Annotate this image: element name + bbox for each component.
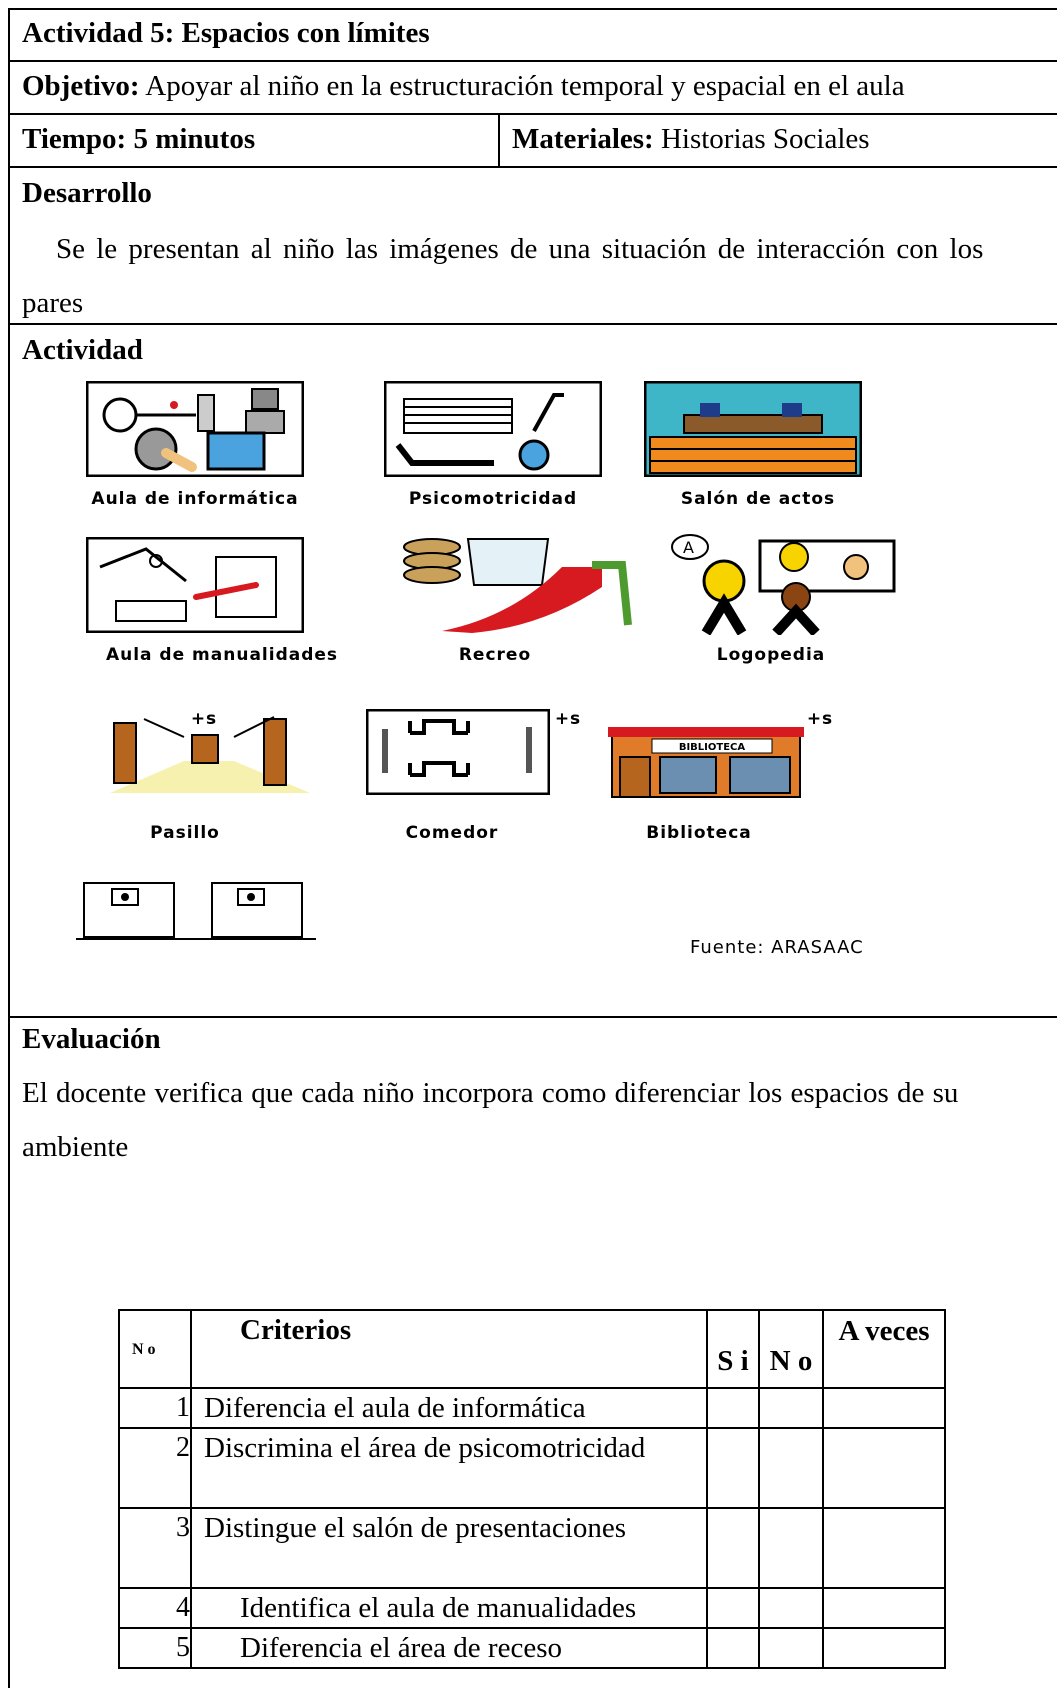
computer-lab-icon: [86, 381, 304, 477]
activity-row: Actividad Aula de informática Psicomotr: [10, 325, 1057, 1018]
plural-mark: +s: [806, 709, 834, 729]
speech-letter: A: [683, 538, 694, 557]
pictogram-label: Pasillo: [150, 823, 220, 843]
table-row: 2 Discrimina el área de psicomotricidad: [118, 1427, 946, 1509]
sometimes-cell[interactable]: [822, 1427, 946, 1509]
header-criteria: Criterios: [190, 1309, 708, 1389]
row-criterion: Distingue el salón de presentaciones: [190, 1507, 708, 1589]
time-materials-row: Tiempo: 5 minutos Materiales: Historias …: [10, 115, 1057, 168]
no-cell[interactable]: [758, 1427, 824, 1509]
hallway-icon: [110, 716, 310, 793]
row-criterion: Diferencia el aula de informática: [190, 1387, 708, 1429]
row-criterion: Diferencia el área de receso: [190, 1627, 708, 1669]
sometimes-cell[interactable]: [822, 1627, 946, 1669]
dining-room-icon: [366, 709, 550, 795]
header-yes: S i: [706, 1309, 760, 1389]
time: Tiempo: 5 minutos: [22, 123, 256, 155]
table-row: 4 Identifica el aula de manualidades: [118, 1587, 946, 1629]
activity-heading: Actividad: [22, 334, 143, 366]
materials: Materiales: Historias Sociales: [512, 123, 870, 155]
pictogram-label: Salón de actos: [680, 489, 836, 509]
header-no: N o: [758, 1309, 824, 1389]
sometimes-cell[interactable]: [822, 1507, 946, 1589]
evaluation-heading: Evaluación: [22, 1023, 161, 1055]
pictogram-label: Biblioteca: [646, 823, 752, 843]
activity-title: Actividad 5: Espacios con límites: [22, 17, 430, 49]
auditorium-icon: [644, 381, 862, 477]
row-num: 2: [118, 1427, 192, 1509]
pictogram-label: Psicomotricidad: [408, 489, 578, 509]
no-cell[interactable]: [758, 1587, 824, 1629]
sometimes-cell[interactable]: [822, 1387, 946, 1429]
no-cell[interactable]: [758, 1627, 824, 1669]
source-credit: Fuente: ARASAAC: [690, 937, 864, 958]
playground-icon: [403, 538, 632, 633]
crafts-icon: [86, 537, 304, 633]
sometimes-cell[interactable]: [822, 1587, 946, 1629]
pictogram-label: Aula de informática: [91, 489, 299, 509]
row-criterion: Identifica el aula de manualidades: [190, 1587, 708, 1629]
yes-cell[interactable]: [706, 1387, 760, 1429]
row-num: 4: [118, 1587, 192, 1629]
development-text-cont: pares: [22, 287, 84, 319]
yes-cell[interactable]: [706, 1427, 760, 1509]
title-row: Actividad 5: Espacios con límites: [10, 10, 1057, 62]
development-text: Se le presentan al niño las imágenes de …: [56, 233, 984, 265]
yes-cell[interactable]: [706, 1587, 760, 1629]
gym-icon: [384, 381, 602, 477]
table-row: 1 Diferencia el aula de informática: [118, 1387, 946, 1429]
pictogram-label: Comedor: [405, 823, 499, 843]
plural-mark: +s: [554, 709, 582, 729]
objective: Objetivo: Apoyar al niño en la estructur…: [22, 70, 905, 102]
development-heading: Desarrollo: [22, 177, 152, 209]
objective-row: Objetivo: Apoyar al niño en la estructur…: [10, 62, 1057, 115]
pictogram-label: Logopedia: [716, 645, 826, 665]
criteria-table: N o Criterios S i N o A veces 1 Diferenc…: [118, 1309, 946, 1669]
header-num: N o: [118, 1309, 192, 1389]
library-icon: BIBLIOTECA: [608, 727, 804, 798]
development-row: Desarrollo Se le presentan al niño las i…: [10, 168, 1057, 325]
yes-cell[interactable]: [706, 1507, 760, 1589]
activity-card: Actividad 5: Espacios con límites Objeti…: [8, 8, 1057, 1688]
divider: [498, 115, 500, 166]
no-cell[interactable]: [758, 1387, 824, 1429]
plural-mark: +s: [190, 709, 218, 729]
evaluation-text-cont: ambiente: [22, 1131, 129, 1163]
yes-cell[interactable]: [706, 1627, 760, 1669]
table-row: 5 Diferencia el área de receso: [118, 1627, 946, 1669]
pictogram-label: Aula de manualidades: [105, 645, 339, 665]
no-cell[interactable]: [758, 1507, 824, 1589]
pictogram-label: Recreo: [458, 645, 532, 665]
row-criterion: Discrimina el área de psicomotricidad: [190, 1427, 708, 1509]
criteria-header-row: N o Criterios S i N o A veces: [118, 1309, 946, 1389]
restrooms-icon: [76, 882, 316, 940]
row-num: 1: [118, 1387, 192, 1429]
row-num: 3: [118, 1507, 192, 1589]
library-sign: BIBLIOTECA: [679, 742, 746, 753]
header-sometimes: A veces: [822, 1309, 946, 1389]
table-row: 3 Distingue el salón de presentaciones: [118, 1507, 946, 1589]
row-num: 5: [118, 1627, 192, 1669]
speech-therapy-icon: A: [671, 534, 896, 635]
evaluation-text: El docente verifica que cada niño incorp…: [22, 1077, 959, 1109]
